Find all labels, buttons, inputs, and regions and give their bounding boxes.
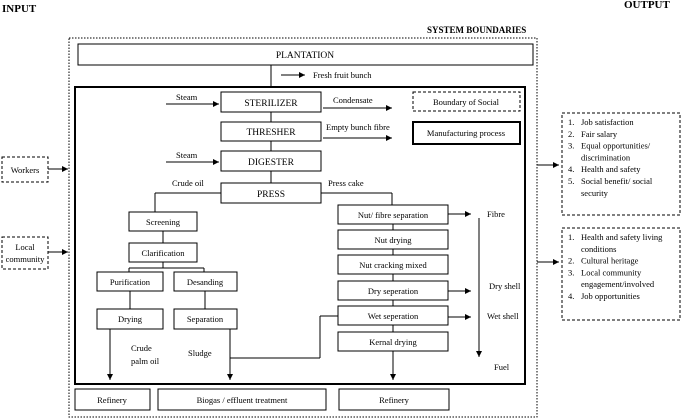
press-cake-label: Press cake xyxy=(328,178,364,188)
workers-output-item-text: Health and safety xyxy=(581,164,641,174)
community-output-list: 1. Health and safety living conditions 2. Cu… xyxy=(568,232,663,301)
clarification-label: Clarification xyxy=(142,248,186,258)
dry-sep-label: Dry seperation xyxy=(368,286,419,296)
separation-box xyxy=(173,308,238,330)
workers-output-item-text: Equal opportunities/ xyxy=(581,141,651,151)
workers-output-item-number: 5. xyxy=(568,176,574,186)
community-output-item-number: 1. xyxy=(568,232,574,242)
refinery-label-2: Refinery xyxy=(379,395,409,405)
output-header: OUTPUT xyxy=(624,0,671,11)
biogas-label: Biogas / effluent treatment xyxy=(197,395,288,405)
workers-output-list: 1. Job satisfaction 2. Fair salary 3. Equal o… xyxy=(568,117,653,198)
crude-palm-oil-label-1: Crude xyxy=(131,343,152,353)
community-output-item-text: engagement/involved xyxy=(581,279,655,289)
community-output-box xyxy=(561,227,681,321)
workers-output-item-text: Fair salary xyxy=(581,129,618,139)
drying-label: Drying xyxy=(118,314,143,324)
plantation-box xyxy=(77,43,534,66)
community-output-item-text: Cultural heritage xyxy=(581,256,639,266)
community-output-item-number: 2. xyxy=(568,256,574,266)
legend-social-boundary-box xyxy=(412,91,521,112)
community-output-item-text: Job opportunities xyxy=(581,291,640,301)
separation-label: Separation xyxy=(187,314,224,324)
workers-box xyxy=(1,156,49,183)
workers-label: Workers xyxy=(11,165,40,175)
kernal-drying-label: Kernal drying xyxy=(369,337,417,347)
local-community-label-1: Local xyxy=(15,242,35,252)
community-output-item-number: 3. xyxy=(568,267,574,277)
workers-output-item-number: 1. xyxy=(568,117,574,127)
workers-output-item-text: security xyxy=(581,188,609,198)
crude-palm-oil-label-2: palm oil xyxy=(131,356,160,366)
biogas-box xyxy=(157,388,327,411)
steam-label-1: Steam xyxy=(176,92,198,102)
fuel-label: Fuel xyxy=(494,362,510,372)
legend-manufacturing-box xyxy=(412,121,521,145)
refinery-box-1 xyxy=(74,388,151,411)
community-output-item-text: Local community xyxy=(581,267,642,277)
community-output-item-text: Health and safety living xyxy=(581,232,663,242)
steam-label-2: Steam xyxy=(176,150,198,160)
legend-manufacturing-label: Manufacturing process xyxy=(427,128,505,138)
system-boundaries-label: SYSTEM BOUNDARIES xyxy=(427,25,526,35)
workers-output-item-number: 3. xyxy=(568,141,574,151)
wet-sep-label: Wet seperation xyxy=(368,311,419,321)
system-boundary-frame xyxy=(68,37,538,418)
workers-output-box xyxy=(561,112,681,216)
input-header: INPUT xyxy=(2,3,37,15)
local-community-label-2: community xyxy=(6,254,45,264)
sterilizer-label: STERILIZER xyxy=(244,99,298,109)
condensate-label: Condensate xyxy=(333,95,373,105)
wet-shell-label: Wet shell xyxy=(487,311,519,321)
thresher-label: THRESHER xyxy=(246,128,296,138)
manufacturing-boundary-frame xyxy=(74,86,526,385)
dry-shell-label: Dry shell xyxy=(489,281,521,291)
workers-output-item-number: 2. xyxy=(568,129,574,139)
purification-label: Purification xyxy=(110,277,151,287)
workers-output-item-text: Job satisfaction xyxy=(581,117,634,127)
workers-output-item-text: discrimination xyxy=(581,152,631,162)
legend-social-boundary-label: Boundary of Social xyxy=(433,97,500,107)
drying-box xyxy=(96,308,164,330)
nut-fibre-label: Nut/ fibre separation xyxy=(358,210,429,220)
fibre-label: Fibre xyxy=(487,209,505,219)
workers-output-item-number: 4. xyxy=(568,164,574,174)
refinery-label-1: Refinery xyxy=(97,395,127,405)
community-output-item-number: 4. xyxy=(568,291,574,301)
digester-label: DIGESTER xyxy=(248,158,295,168)
workers-output-item-text: Social benefit/ social xyxy=(581,176,653,186)
plantation-label: PLANTATION xyxy=(276,51,334,61)
nut-drying-label: Nut drying xyxy=(374,235,412,245)
nut-cracking-label: Nut cracking mixed xyxy=(359,260,427,270)
crude-oil-label: Crude oil xyxy=(172,178,205,188)
local-community-box xyxy=(1,236,49,270)
community-output-item-text: conditions xyxy=(581,244,616,254)
empty-bunch-label: Empty bunch fibre xyxy=(326,122,390,132)
refinery-box-2 xyxy=(338,388,450,411)
press-label: PRESS xyxy=(257,190,285,200)
sludge-label: Sludge xyxy=(188,348,212,358)
ffb-label: Fresh fruit bunch xyxy=(313,70,372,80)
desanding-label: Desanding xyxy=(187,277,224,287)
screening-label: Screening xyxy=(146,217,181,227)
